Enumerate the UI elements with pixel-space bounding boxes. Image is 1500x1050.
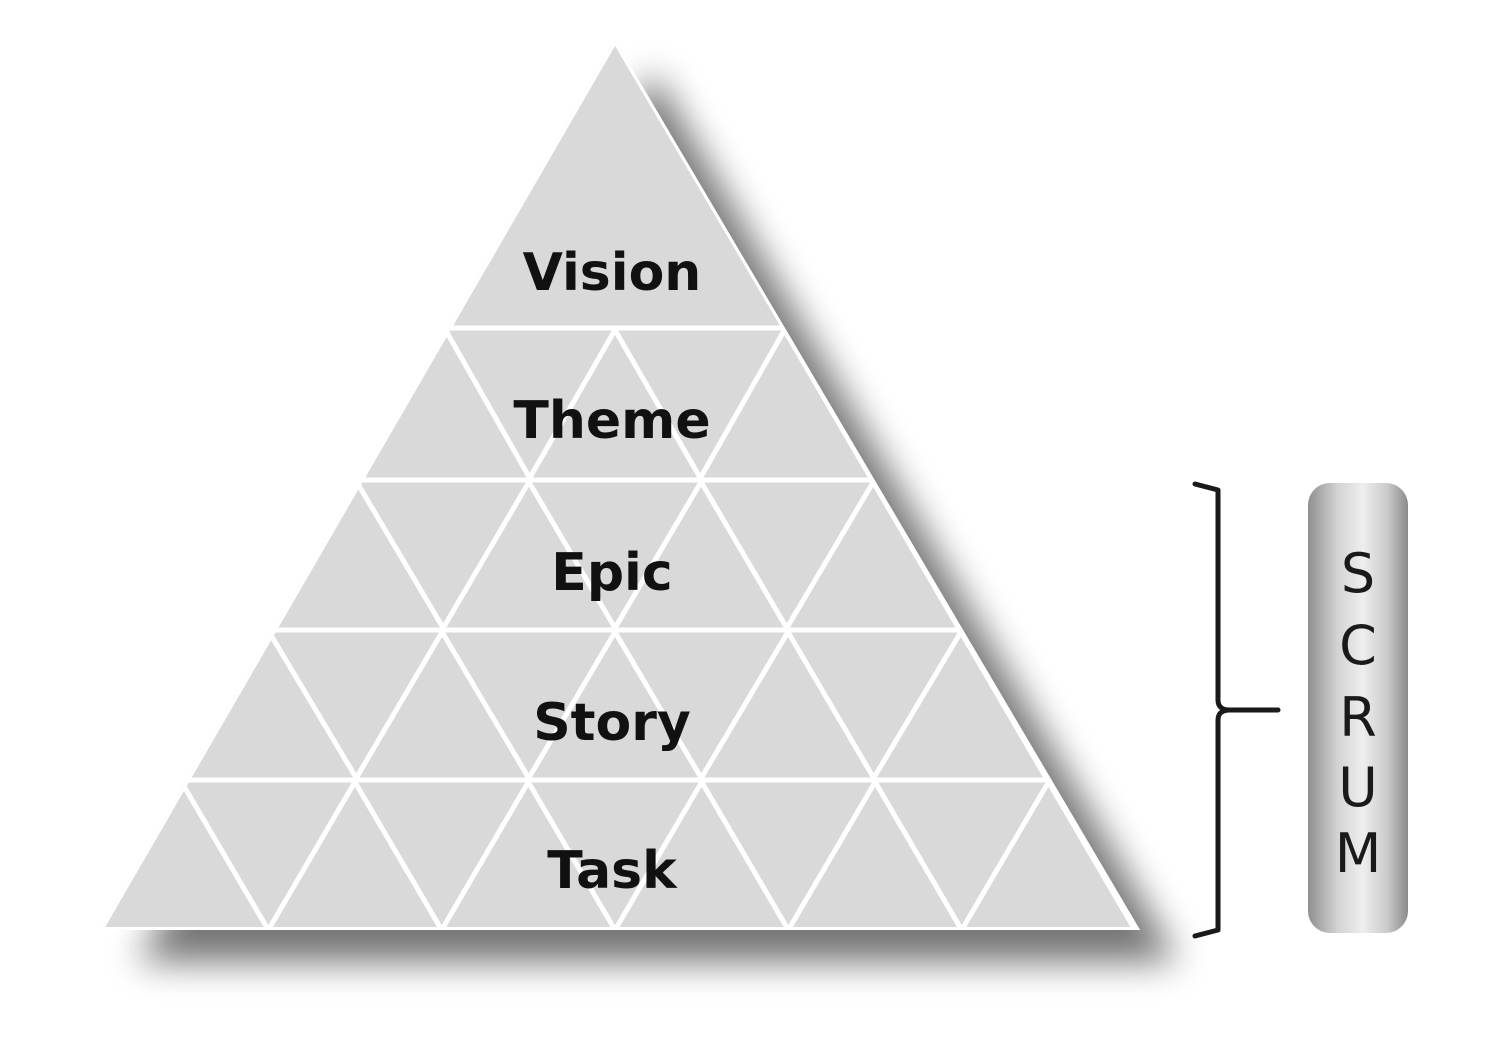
pyramid-grid-line bbox=[698, 328, 787, 480]
pyramid-grid-line bbox=[784, 480, 876, 630]
pyramid-grid-line bbox=[266, 630, 359, 780]
pyramid-grid-line bbox=[785, 630, 876, 780]
scrum-bracket bbox=[1192, 481, 1281, 939]
level-label-epic: Epic bbox=[551, 543, 672, 603]
pyramid-grid-line bbox=[527, 328, 618, 480]
pyramid-grid-line bbox=[872, 780, 964, 930]
pyramid-grid-line bbox=[266, 780, 358, 930]
pyramid-grid-line bbox=[354, 630, 445, 780]
pyramid-edge bbox=[100, 40, 1140, 930]
pyramid-grid-line bbox=[439, 780, 531, 930]
scrum-letter-u: U bbox=[1338, 756, 1378, 819]
pyramid-grid-line bbox=[612, 630, 704, 780]
level-label-theme: Theme bbox=[513, 391, 710, 451]
pyramid-grid-line bbox=[354, 480, 446, 630]
pyramid-grid-line bbox=[871, 630, 964, 780]
pyramid-grid-line bbox=[612, 480, 704, 630]
pyramid bbox=[100, 40, 1140, 930]
pyramid-grid-line bbox=[179, 780, 271, 930]
level-label-story: Story bbox=[533, 693, 691, 753]
level-labels: Vision Theme Epic Story Task bbox=[513, 243, 710, 901]
pyramid-grid-line bbox=[612, 780, 704, 930]
level-label-vision: Vision bbox=[523, 243, 702, 303]
scrum-letter-r: R bbox=[1339, 686, 1377, 749]
pyramid-grid-line bbox=[526, 780, 618, 930]
pyramid-grid-line bbox=[441, 480, 532, 630]
pyramid-grid-line bbox=[1046, 780, 1138, 930]
pyramid-grid-line bbox=[786, 780, 878, 930]
pyramid-grid-line bbox=[612, 328, 703, 480]
pyramid-grid-line bbox=[526, 480, 618, 630]
pyramid-grid-line bbox=[439, 630, 531, 780]
scrum-letter-m: M bbox=[1335, 822, 1382, 885]
pyramid-grid-line bbox=[699, 630, 791, 780]
scrum-pill: S C R U M bbox=[1308, 483, 1408, 933]
pyramid-body bbox=[100, 40, 1140, 930]
scrum-letter-c: C bbox=[1339, 614, 1377, 677]
pyramid-grid-line bbox=[526, 630, 618, 780]
level-label-task: Task bbox=[547, 841, 678, 901]
scrum-pill-body bbox=[1308, 483, 1408, 933]
pyramid-grid-line bbox=[352, 780, 444, 930]
scrum-letter-s: S bbox=[1341, 542, 1375, 605]
pyramid-grid-line bbox=[698, 480, 789, 630]
pyramid-grid-line bbox=[699, 780, 791, 930]
pyramid-grid bbox=[100, 40, 1140, 930]
pyramid-grid-line bbox=[443, 328, 532, 480]
pyramid-grid-line bbox=[959, 780, 1051, 930]
